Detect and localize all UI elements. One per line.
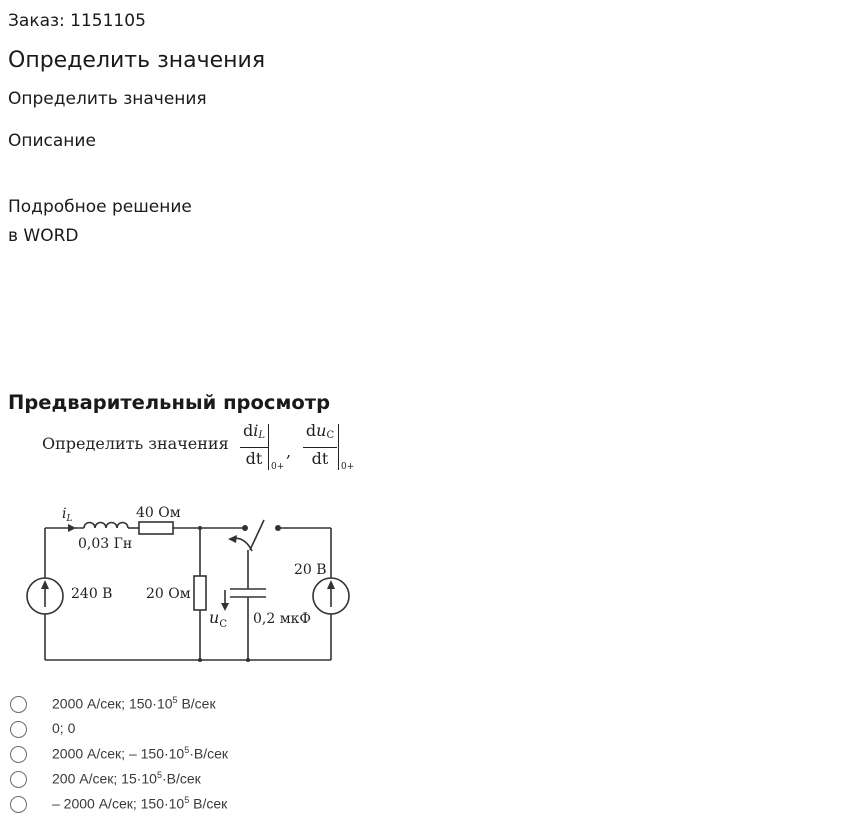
page-title: Определить значения xyxy=(8,48,266,73)
radio-button[interactable] xyxy=(10,771,27,788)
answer-option-label: 200 А/сек; 15·105·В/сек xyxy=(52,770,201,787)
di-denominator: dt xyxy=(245,449,263,468)
description-line: Подробное решение xyxy=(8,197,192,217)
task-title: Определить значения xyxy=(42,434,229,453)
capacitor-voltage-label: uC xyxy=(209,608,227,630)
radio-button[interactable] xyxy=(10,746,27,763)
description-text: Подробное решение в WORD xyxy=(8,193,192,251)
inductor-label: 0,03 Гн xyxy=(78,536,132,552)
preview-heading: Предварительный просмотр xyxy=(8,391,331,414)
resistor-40-label: 40 Ом xyxy=(136,505,181,521)
answer-option-label: 2000 А/сек; 150·105 В/сек xyxy=(52,695,216,712)
du-dt-fraction: duC dt xyxy=(303,421,337,469)
du-denominator: dt xyxy=(311,449,329,468)
eval-point: 0+ xyxy=(341,462,355,472)
eval-point: 0+ xyxy=(271,462,285,472)
source-240-label: 240 В xyxy=(71,586,112,602)
circuit-diagram: iL 40 Ом 0,03 Гн 240 В 20 Ом uC 0,2 мкФ … xyxy=(26,505,350,662)
radio-button[interactable] xyxy=(10,696,27,713)
radio-button[interactable] xyxy=(10,721,27,738)
di-numerator: diL xyxy=(242,421,265,441)
resistor-20-label: 20 Ом xyxy=(146,586,191,602)
description-line: в WORD xyxy=(8,226,79,246)
answer-option-label: 2000 А/сек; – 150·105·В/сек xyxy=(52,745,229,762)
formula-separator: , xyxy=(286,442,292,461)
description-heading: Описание xyxy=(8,131,96,151)
du-numerator: duC xyxy=(305,421,335,441)
page-subtitle: Определить значения xyxy=(8,89,207,109)
inductor-current-label: iL xyxy=(62,506,72,524)
capacitor-label: 0,2 мкФ xyxy=(253,611,311,627)
radio-button[interactable] xyxy=(10,796,27,813)
source-20-label: 20 В xyxy=(294,562,327,578)
answer-option-label: 0; 0 xyxy=(52,720,76,736)
answer-option-label: – 2000 А/сек; 150·105 В/сек xyxy=(52,795,228,812)
order-number: Заказ: 1151105 xyxy=(8,11,146,31)
di-dt-fraction: diL dt xyxy=(240,421,268,469)
